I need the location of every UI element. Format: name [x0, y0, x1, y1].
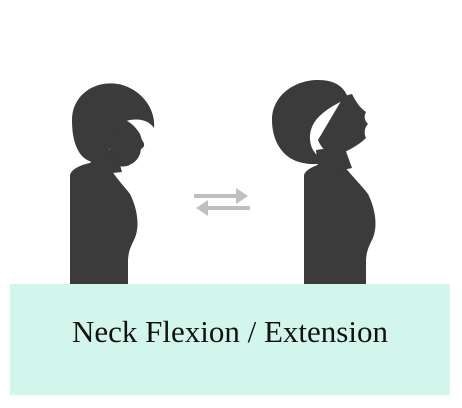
neck-exercise-illustration [70, 80, 376, 292]
extension-torso [304, 162, 376, 292]
flexion-hair [72, 83, 155, 163]
neck-flexion-figure [70, 83, 155, 292]
caption-title: Neck Flexion / Extension [72, 314, 388, 349]
flexion-torso [70, 162, 138, 292]
flexion-face [110, 117, 145, 167]
neck-extension-figure [272, 80, 376, 292]
extension-hair [272, 80, 348, 165]
caption-panel: Neck Flexion / Extension [10, 284, 450, 395]
extension-face [318, 94, 368, 155]
swap-arrows-icon [194, 188, 250, 216]
